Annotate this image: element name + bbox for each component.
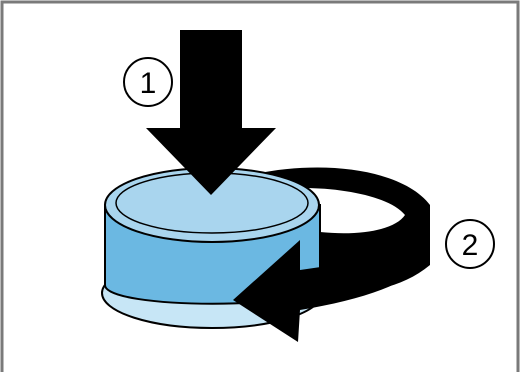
step-1-marker: 1 — [123, 57, 173, 107]
rotate-arrow-front — [233, 240, 430, 342]
step-2-label: 2 — [462, 229, 479, 262]
step-1-label: 1 — [140, 67, 157, 100]
step-1-circle — [123, 57, 173, 107]
press-arrow — [146, 30, 276, 195]
step-2-circle — [445, 219, 495, 269]
step-2-marker: 2 — [445, 219, 495, 269]
